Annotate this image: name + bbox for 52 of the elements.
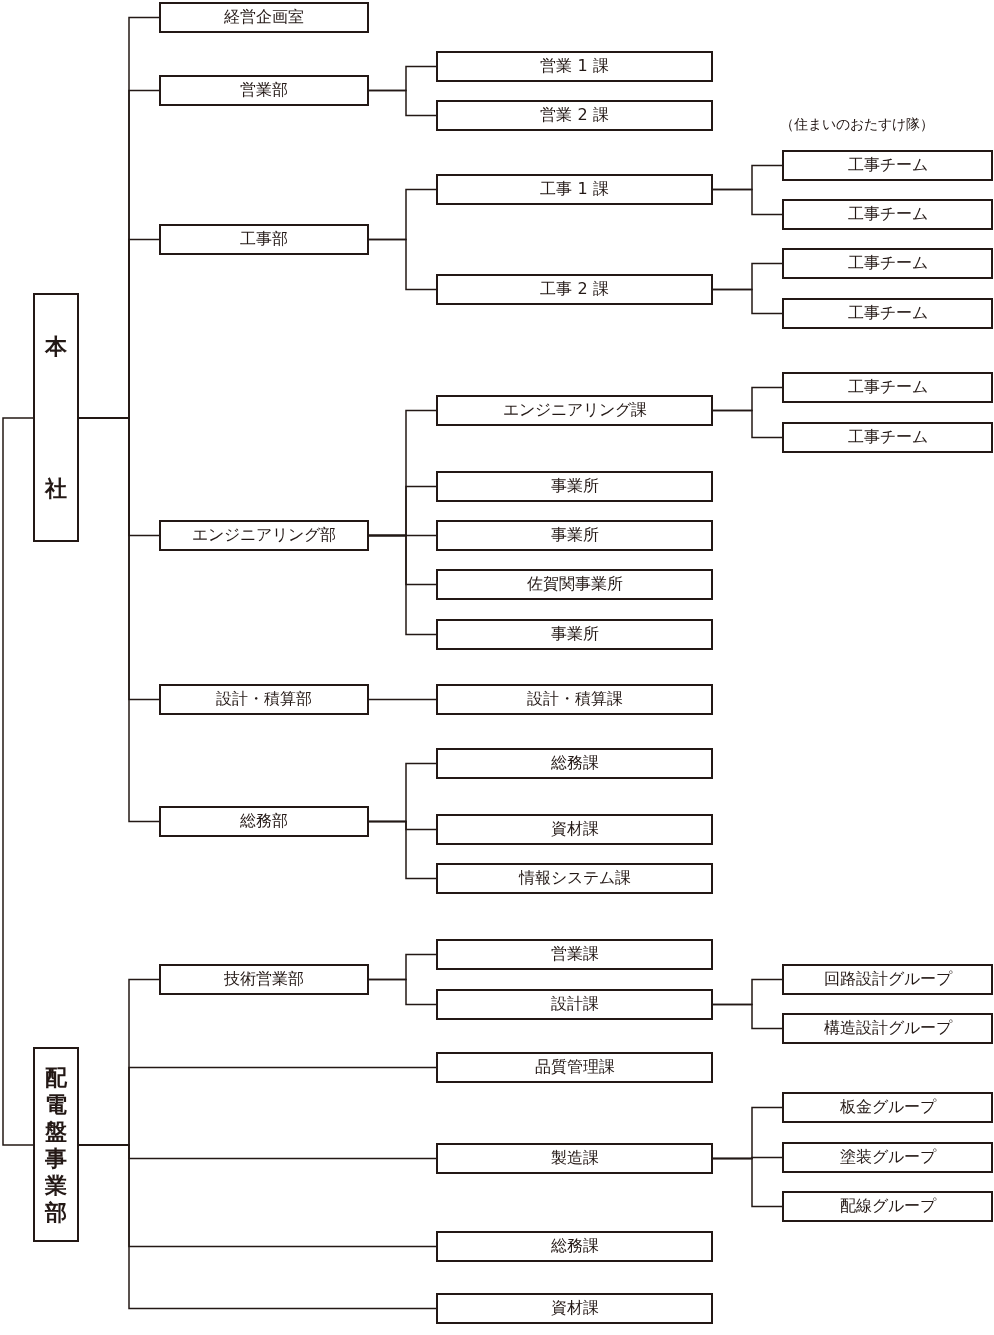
org-box: 工事チーム: [782, 248, 993, 279]
org-box: 工事 2 課: [436, 274, 713, 305]
connector-line: [368, 820, 437, 880]
org-box: 配線グループ: [782, 1191, 993, 1222]
connector-line: [2, 417, 34, 1146]
org-box: 営業部: [159, 75, 369, 106]
note-text: （住まいのおたすけ隊）: [780, 116, 934, 134]
org-box: 資材課: [436, 814, 713, 845]
org-box: 工事チーム: [782, 372, 993, 403]
org-box: 事業所: [436, 471, 713, 502]
org-box: 設計・積算部: [159, 684, 369, 715]
org-box: 工事チーム: [782, 422, 993, 453]
org-box: 回路設計グループ: [782, 964, 993, 995]
org-box: 営業 1 課: [436, 51, 713, 82]
org-box: 構造設計グループ: [782, 1013, 993, 1044]
org-box: 技術営業部: [159, 964, 369, 995]
org-box: 設計・積算課: [436, 684, 713, 715]
org-box: 総務部: [159, 806, 369, 837]
connector-line: [712, 409, 783, 439]
org-box: 営業課: [436, 939, 713, 970]
org-box: エンジニアリング部: [159, 520, 369, 551]
org-box: 事業所: [436, 619, 713, 650]
org-box: 工事部: [159, 224, 369, 255]
connector-line: [368, 89, 437, 117]
org-box: 製造課: [436, 1143, 713, 1174]
org-box: 工事チーム: [782, 150, 993, 181]
org-box: 経営企画室: [159, 2, 369, 33]
connector-line: [368, 238, 437, 291]
org-box: 板金グループ: [782, 1092, 993, 1123]
org-box: 本社: [33, 293, 79, 542]
org-box: 資材課: [436, 1293, 713, 1324]
connector-line: [368, 534, 437, 636]
org-box: 佐賀関事業所: [436, 569, 713, 600]
org-box: 設計課: [436, 989, 713, 1020]
org-box: 情報システム課: [436, 863, 713, 894]
org-box: 塗装グループ: [782, 1142, 993, 1173]
org-box: 工事 1 課: [436, 174, 713, 205]
connector-line: [368, 698, 437, 701]
connector-line: [712, 188, 783, 216]
org-box: 総務課: [436, 1231, 713, 1262]
connector-line: [712, 1003, 783, 1030]
connector-line: [712, 288, 783, 315]
org-box: 配電盤事業部: [33, 1047, 79, 1242]
org-box: 工事チーム: [782, 199, 993, 230]
connector-line: [712, 1157, 783, 1208]
org-box: エンジニアリング課: [436, 395, 713, 426]
connector-line: [368, 978, 437, 1006]
org-box: 事業所: [436, 520, 713, 551]
org-box: 工事チーム: [782, 298, 993, 329]
org-box: 営業 2 課: [436, 100, 713, 131]
org-box: 品質管理課: [436, 1052, 713, 1083]
org-box: 総務課: [436, 748, 713, 779]
